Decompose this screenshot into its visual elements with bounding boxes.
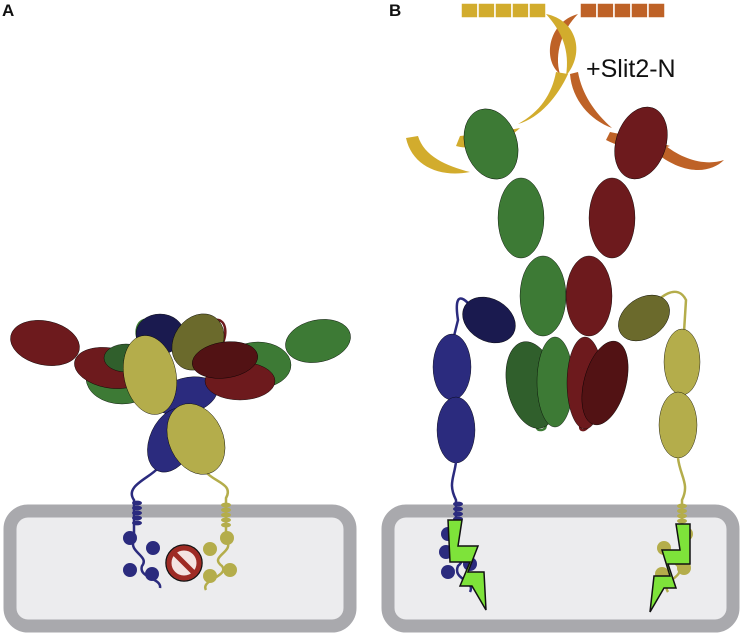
slit2n-label: +Slit2-N — [586, 55, 676, 83]
extended-ectodomains — [462, 106, 670, 430]
slit2n-crescents — [406, 14, 724, 174]
blue-coil — [123, 500, 160, 581]
signaling-bolt-icon — [649, 523, 691, 613]
slit2n-lrr-repeats-right — [579, 2, 666, 19]
yellow-coil — [203, 502, 237, 583]
cell-membrane — [381, 504, 740, 633]
yellow-fn-domains — [658, 328, 701, 459]
no-signaling-icon — [165, 544, 203, 582]
panel-b: B +Slit2-N — [381, 1, 740, 633]
blue-fn-domains — [432, 333, 476, 464]
compact-ectodomain-cluster — [10, 313, 351, 475]
signaling-bolt-icon — [447, 519, 487, 611]
panel-b-label: B — [389, 1, 401, 20]
slit2n-lrr-repeats-left — [460, 2, 547, 19]
panel-a: A — [2, 1, 357, 633]
panel-a-label: A — [2, 1, 14, 20]
